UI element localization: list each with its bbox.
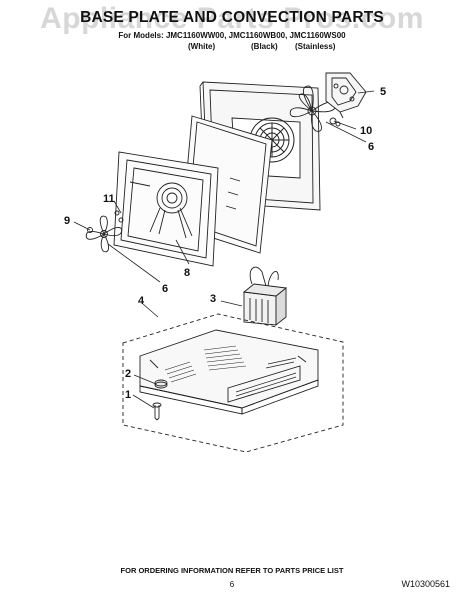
callout-10: 10 xyxy=(360,125,372,137)
finish-black: (Black) xyxy=(251,42,278,51)
finish-stainless: (Stainless) xyxy=(295,42,336,51)
screw-and-nut xyxy=(152,379,168,421)
callout-1: 1 xyxy=(125,389,131,401)
callout-4: 4 xyxy=(138,295,145,307)
leader-lines xyxy=(73,90,375,409)
base-enclosure xyxy=(122,313,344,453)
motor-bracket xyxy=(325,72,367,119)
document-number: W10300561 xyxy=(401,579,450,589)
callout-5: 5 xyxy=(380,86,386,98)
fan-left xyxy=(85,210,124,253)
base-plate xyxy=(139,329,319,415)
model-list: For Models: JMC1160WW00, JMC1160WB00, JM… xyxy=(118,31,346,40)
ordering-note: FOR ORDERING INFORMATION REFER TO PARTS … xyxy=(120,566,344,575)
callout-3: 3 xyxy=(210,293,216,305)
front-frame xyxy=(113,151,219,267)
transformer xyxy=(242,266,288,326)
callout-8: 8 xyxy=(184,267,190,279)
callout-6-upper: 6 xyxy=(368,141,374,153)
callout-9: 9 xyxy=(64,215,70,227)
callout-6-lower: 6 xyxy=(162,283,168,295)
page-title: BASE PLATE AND CONVECTION PARTS xyxy=(80,9,384,26)
finish-white: (White) xyxy=(188,42,216,51)
callout-2: 2 xyxy=(125,368,131,380)
page-number: 6 xyxy=(229,580,235,589)
callout-11: 11 xyxy=(103,193,115,205)
